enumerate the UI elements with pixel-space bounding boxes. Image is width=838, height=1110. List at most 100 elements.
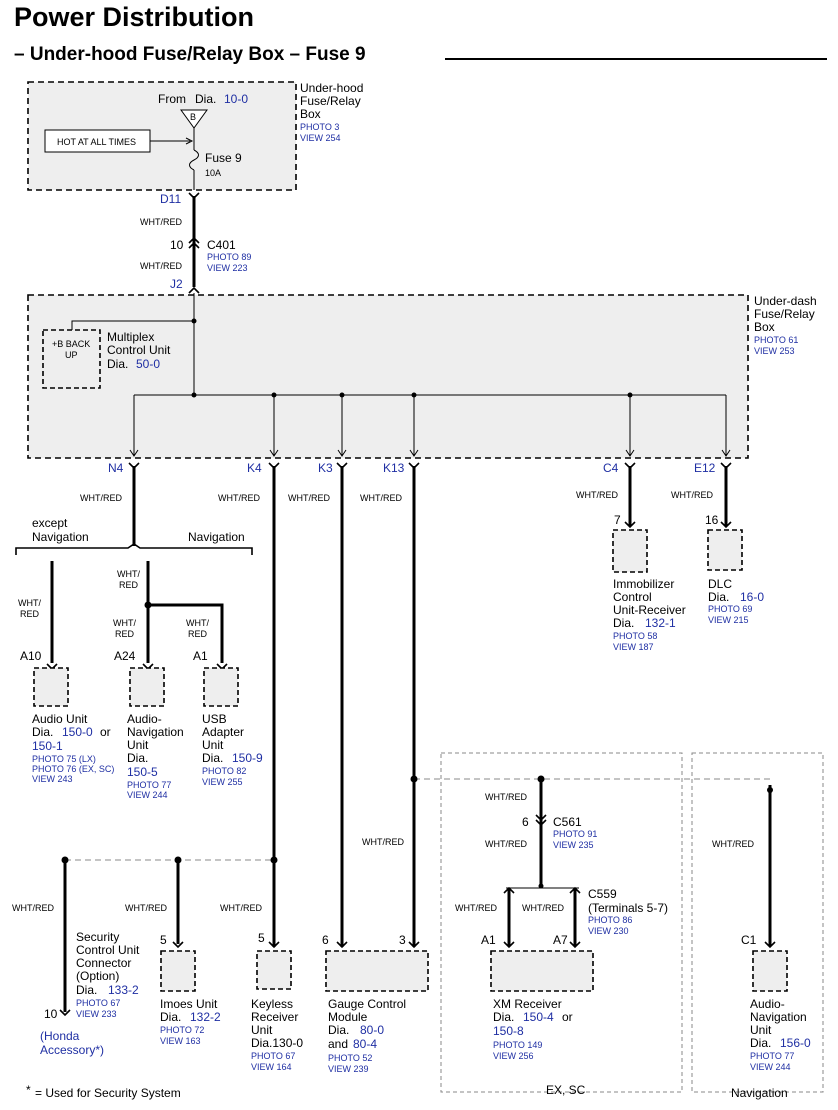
immobilizer-dia-link[interactable]: 132-1: [645, 616, 676, 630]
fuse-icon: [189, 149, 199, 171]
audio-unit-alt-link[interactable]: 150-1: [32, 739, 63, 753]
c401-name: C401: [207, 238, 236, 252]
usb-dia: Dia.: [202, 751, 223, 765]
keyless-wire: WHT/RED: [220, 903, 262, 913]
audio-nav2-wire: WHT/RED: [712, 839, 754, 849]
audio-unit-photo-1[interactable]: PHOTO 75 (LX): [32, 754, 96, 764]
arrow-icon: [185, 137, 194, 145]
keyless-view[interactable]: VIEW 164: [251, 1062, 292, 1072]
gauge-view[interactable]: VIEW 239: [328, 1064, 369, 1074]
c401-connector-icon: [188, 236, 200, 244]
immobilizer-name-2: Control: [613, 590, 652, 604]
underdash-name-1: Under-dash: [754, 294, 817, 308]
usb-name-1: USB: [202, 712, 227, 726]
gauge-wire: WHT/RED: [362, 837, 404, 847]
security-dia-link[interactable]: 133-2: [108, 983, 139, 997]
c559-left-icon: [503, 886, 515, 894]
underdash-name-3: Box: [754, 320, 775, 334]
immobilizer-view[interactable]: VIEW 187: [613, 642, 654, 652]
c561-name: C561: [553, 815, 582, 829]
usb-dia-link[interactable]: 150-9: [232, 751, 263, 765]
option-regions: EX, SC Navigation: [440, 752, 824, 1100]
c401-pin: 10: [170, 238, 184, 252]
gauge-name-2: Module: [328, 1010, 368, 1024]
gauge-photo[interactable]: PHOTO 52: [328, 1053, 372, 1063]
imoes-view[interactable]: VIEW 163: [160, 1036, 201, 1046]
security-photo[interactable]: PHOTO 67: [76, 998, 120, 1008]
security-view[interactable]: VIEW 233: [76, 1009, 117, 1019]
underdash-fuse-box: Under-dash Fuse/Relay Box PHOTO 61 VIEW …: [27, 293, 817, 459]
gauge-alt-link[interactable]: 80-4: [353, 1037, 377, 1051]
c401-view-link[interactable]: VIEW 223: [207, 263, 248, 273]
audio-nav-view[interactable]: VIEW 244: [127, 790, 168, 800]
audio-nav-unit-lower: WHT/RED C1 Audio- Navigation Unit Dia. 1…: [712, 787, 811, 1072]
security-name-1: Security: [76, 930, 119, 944]
xm-view[interactable]: VIEW 256: [493, 1051, 534, 1061]
terminal-c4: C4: [603, 461, 619, 475]
except-nav-1: except: [32, 516, 68, 530]
multiplex-name-1: Multiplex: [107, 330, 154, 344]
c561-view[interactable]: VIEW 235: [553, 840, 594, 850]
c401-section: D11 WHT/RED 10 C401 PHOTO 89 VIEW 223 WH…: [140, 192, 251, 294]
wire-color-d11: WHT/RED: [140, 217, 182, 227]
wire-color-c4: WHT/RED: [576, 490, 618, 500]
wire-a10-1: WHT/: [18, 598, 41, 608]
c561-wire-bottom: WHT/RED: [485, 839, 527, 849]
ex-sc-region: [440, 752, 683, 1093]
dlc-view[interactable]: VIEW 215: [708, 615, 749, 625]
usb-adapter-unit: A1 USB Adapter Unit Dia. 150-9 PHOTO 82 …: [193, 649, 263, 787]
audio-nav-photo[interactable]: PHOTO 77: [127, 780, 171, 790]
page-title: Power Distribution: [14, 2, 255, 32]
audio-nav2-view[interactable]: VIEW 244: [750, 1062, 791, 1072]
c559-view[interactable]: VIEW 230: [588, 926, 629, 936]
imoes-dia-link[interactable]: 132-2: [190, 1010, 221, 1024]
audio-nav2-photo[interactable]: PHOTO 77: [750, 1051, 794, 1061]
multiplex-dia-link[interactable]: 50-0: [136, 357, 160, 371]
wire-a24-1: WHT/: [113, 618, 136, 628]
xm-photo[interactable]: PHOTO 149: [493, 1040, 542, 1050]
wire-a10-2: RED: [20, 609, 40, 619]
dlc-name: DLC: [708, 577, 732, 591]
navigation-region: [691, 752, 824, 1093]
immobilizer-photo[interactable]: PHOTO 58: [613, 631, 657, 641]
immobilizer-name-3: Unit-Receiver: [613, 603, 686, 617]
xm-dia: Dia.: [493, 1010, 514, 1024]
imoes-wire: WHT/RED: [125, 903, 167, 913]
c559-photo[interactable]: PHOTO 86: [588, 915, 632, 925]
audio-unit-or: or: [100, 725, 111, 739]
audio-nav-name-1: Audio-: [127, 712, 162, 726]
c561-photo[interactable]: PHOTO 91: [553, 829, 597, 839]
wire-color-e12: WHT/RED: [671, 490, 713, 500]
dlc-photo[interactable]: PHOTO 69: [708, 604, 752, 614]
audio-unit-view[interactable]: VIEW 243: [32, 774, 73, 784]
underhood-view-link[interactable]: VIEW 254: [300, 133, 341, 143]
underdash-view-link[interactable]: VIEW 253: [754, 346, 795, 356]
junction-dashes: [65, 778, 770, 861]
gauge-dia-link[interactable]: 80-0: [360, 1023, 384, 1037]
audio-unit-photo-2[interactable]: PHOTO 76 (EX, SC): [32, 764, 114, 774]
keyless-photo[interactable]: PHOTO 67: [251, 1051, 295, 1061]
audio-unit-dia-link[interactable]: 150-0: [62, 725, 93, 739]
page-subtitle: – Under-hood Fuse/Relay Box – Fuse 9: [14, 44, 366, 66]
dlc-dia-link[interactable]: 16-0: [740, 590, 764, 604]
n4-branch: except Navigation Navigation WHT/ RED WH…: [15, 516, 253, 671]
audio-nav-dia-link[interactable]: 150-5: [127, 765, 158, 779]
option-bracket: [15, 543, 253, 555]
terminal-j2: J2: [170, 277, 183, 291]
terminal-k4: K4: [247, 461, 262, 475]
usb-photo[interactable]: PHOTO 82: [202, 766, 246, 776]
wire-color-n4: WHT/RED: [80, 493, 122, 503]
from-dia-link[interactable]: 10-0: [224, 92, 248, 106]
audio-nav2-terminal: C1: [741, 933, 757, 947]
xm-alt-link[interactable]: 150-8: [493, 1024, 524, 1038]
imoes-photo[interactable]: PHOTO 72: [160, 1025, 204, 1035]
terminal-e12: E12: [694, 461, 716, 475]
usb-view[interactable]: VIEW 255: [202, 777, 243, 787]
xm-dia-link[interactable]: 150-4: [523, 1010, 554, 1024]
underdash-photo-link[interactable]: PHOTO 61: [754, 335, 798, 345]
audio-nav2-dia-link[interactable]: 156-0: [780, 1036, 811, 1050]
underhood-photo-link[interactable]: PHOTO 3: [300, 122, 339, 132]
audio-unit: A10 Audio Unit Dia. 150-0 or 150-1 PHOTO…: [20, 649, 114, 784]
gauge-pin-left: 6: [322, 933, 329, 947]
c401-photo-link[interactable]: PHOTO 89: [207, 252, 251, 262]
